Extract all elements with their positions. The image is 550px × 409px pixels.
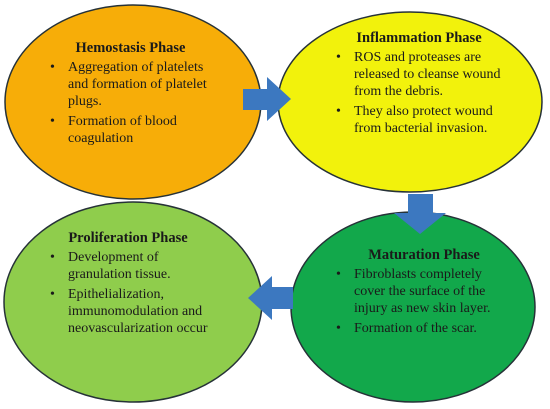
inflammation-bullet: ROS and proteases are released to cleans… — [334, 49, 504, 100]
maturation-bullet: Fibroblasts completely cover the surface… — [334, 266, 514, 317]
arrow-left-icon — [248, 276, 293, 320]
inflammation-bullet: They also protect wound from bacterial i… — [334, 103, 504, 137]
proliferation-title: Proliferation Phase — [68, 230, 188, 246]
maturation-title: Maturation Phase — [368, 247, 480, 263]
hemostasis-bullet: Formation of blood coagulation — [48, 113, 213, 147]
arrow-right-icon — [243, 77, 291, 121]
hemostasis-phase: Hemostasis Phase Aggregation of platelet… — [48, 40, 213, 150]
hemostasis-bullet: Aggregation of platelets and formation o… — [48, 59, 213, 110]
proliferation-bullet: Epithelialization, immunomodulation and … — [48, 286, 208, 337]
maturation-bullet: Formation of the scar. — [334, 320, 514, 337]
inflammation-title: Inflammation Phase — [356, 30, 482, 46]
arrow-down-icon — [394, 194, 446, 234]
maturation-phase: Maturation Phase Fibroblasts completely … — [334, 247, 514, 340]
inflammation-phase: Inflammation Phase ROS and proteases are… — [334, 30, 504, 140]
proliferation-phase: Proliferation Phase Development of granu… — [48, 230, 208, 340]
proliferation-bullet: Development of granulation tissue. — [48, 249, 208, 283]
hemostasis-title: Hemostasis Phase — [75, 40, 186, 56]
